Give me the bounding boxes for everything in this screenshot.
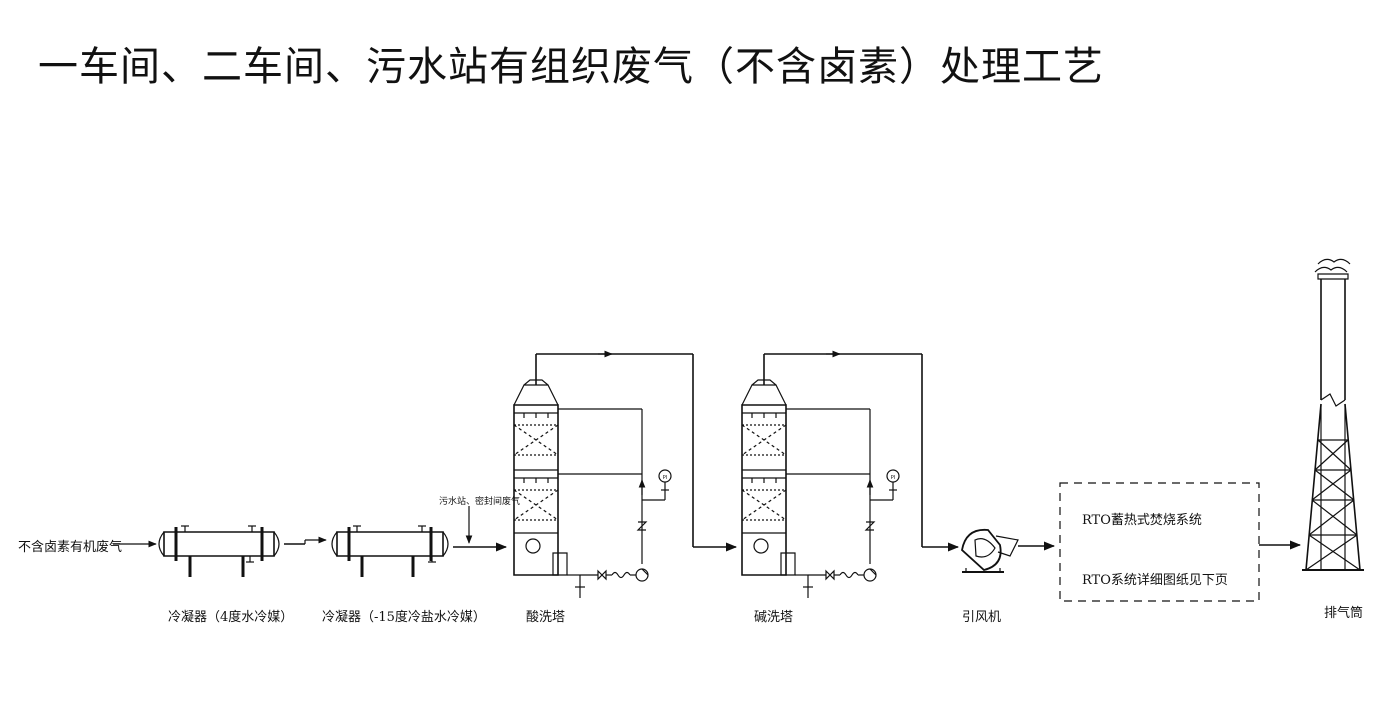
rto-system-label: RTO蓄热式焚烧系统: [1082, 513, 1202, 528]
page-title: 一车间、二车间、污水站有组织废气（不含卤素）处理工艺: [38, 44, 1104, 90]
fan-label: 引风机: [962, 610, 1002, 625]
rto-drawing-note: RTO系统详细图纸见下页: [1082, 573, 1228, 588]
exhaust-stack: [1302, 259, 1364, 570]
induced-draft-fan: [962, 530, 1056, 572]
side-inlet-label: 污水站、密封间废气: [439, 497, 521, 507]
alkali-scrubber-tower: [742, 350, 960, 598]
stack-label: 排气筒: [1324, 606, 1364, 621]
condenser-1: [159, 526, 327, 577]
alkali-tower-gauge-label: PI: [891, 475, 896, 481]
pipe-to-acid-tower: [453, 506, 508, 552]
condenser-1-label: 冷凝器（4度水冷媒）: [168, 610, 294, 625]
alkali-tower-label: 碱洗塔: [754, 610, 794, 625]
acid-tower-gauge-label: PI: [663, 475, 668, 481]
condenser-2: [332, 526, 448, 577]
acid-scrubber-tower: [514, 350, 738, 598]
acid-tower-label: 酸洗塔: [526, 610, 566, 625]
inlet-label: 不含卤素有机废气: [18, 540, 123, 555]
condenser-2-label: 冷凝器（-15度冷盐水冷媒）: [322, 610, 486, 625]
rto-system-box: [1060, 483, 1302, 601]
